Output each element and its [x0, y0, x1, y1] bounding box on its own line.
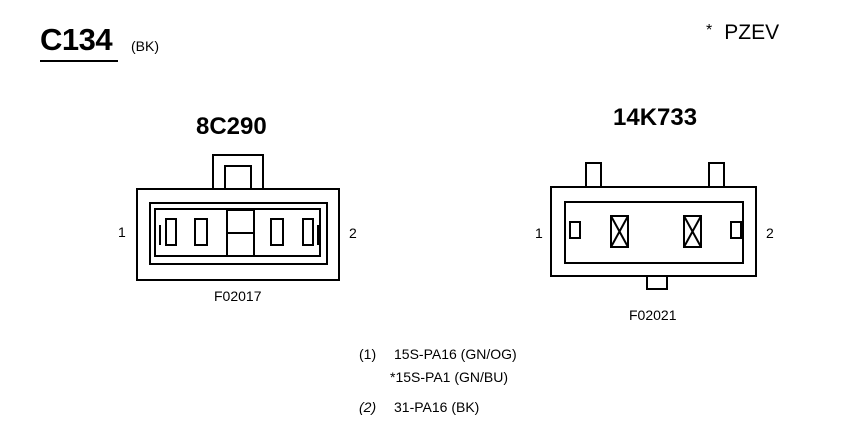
- connector-a-latch-inner: [224, 165, 252, 191]
- connector-b-tab-left: [585, 162, 602, 189]
- connector-a-name: 8C290: [196, 113, 267, 140]
- connector-a-inner-frame: [149, 202, 328, 265]
- connector-b-terminal-2: [730, 221, 742, 239]
- pzev-asterisk: *: [706, 22, 713, 39]
- connector-color-code: (BK): [131, 38, 159, 54]
- connector-a-pin-1-label: 1: [118, 224, 126, 240]
- connector-a-latch: [212, 154, 264, 191]
- connector-b-pin-2-label: 2: [766, 225, 774, 241]
- wire-1-circuit: 15S-PA16 (GN/OG): [394, 346, 517, 362]
- connector-b-pin-1-label: 1: [535, 225, 543, 241]
- wire-2-circuit: 31-PA16 (BK): [394, 399, 480, 415]
- pzev-label: PZEV: [724, 21, 780, 44]
- connector-id: C134: [40, 22, 113, 57]
- connector-a-terminal-1: [165, 218, 177, 246]
- connector-b-tab-right: [708, 162, 725, 189]
- connector-b-tab-bottom: [646, 275, 668, 290]
- connector-b-inner-frame: [564, 201, 744, 264]
- wire-1-pin: (1): [359, 346, 377, 362]
- connector-b-terminal-1: [569, 221, 581, 239]
- connector-id-underline: [40, 60, 118, 62]
- connector-b-cavity-blocked-1: [610, 215, 629, 248]
- connector-a-pin-2-label: 2: [349, 225, 357, 241]
- wire-1-alt-circuit: *15S-PA1 (GN/BU): [390, 369, 508, 385]
- connector-a-terminal-1b: [194, 218, 208, 246]
- connector-a-part-code: F02017: [214, 288, 262, 304]
- connector-b-drawing: [550, 162, 757, 290]
- wire-2-pin: (2): [359, 399, 377, 415]
- pzev-note: * PZEV: [706, 21, 779, 45]
- connector-a-terminal-2b: [270, 218, 284, 246]
- connector-b-name: 14K733: [613, 104, 698, 131]
- connector-a-drawing: [136, 154, 340, 281]
- connector-a-terminal-2: [302, 218, 314, 246]
- connector-b-part-code: F02021: [629, 307, 677, 323]
- connector-b-cavity-blocked-2: [683, 215, 702, 248]
